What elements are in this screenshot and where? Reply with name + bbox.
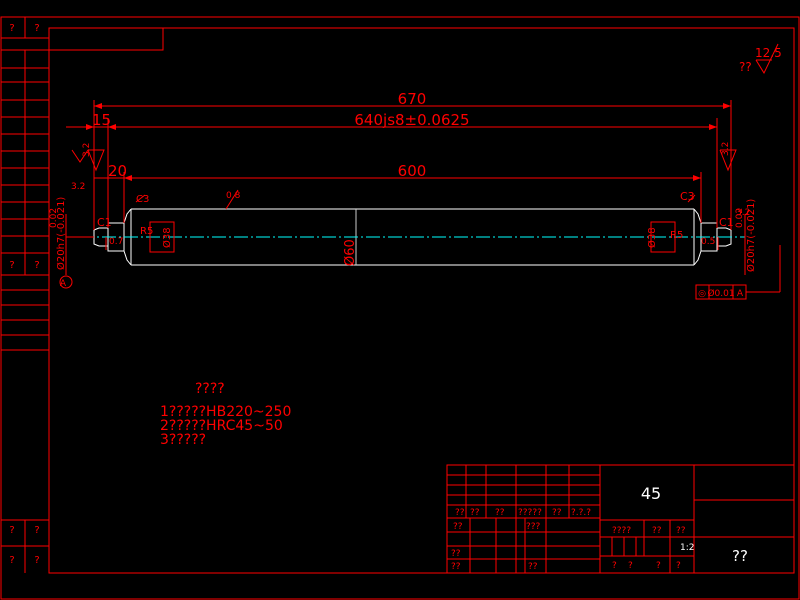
tb-footer-4: ? [676,561,681,571]
left-strip-bottom-box: ? ? ? ? [9,520,40,573]
dim-overall-length: 670 [398,90,427,108]
tb-footer-1: ? [612,561,617,571]
left-strip-top-label-2: ? [34,23,39,34]
notes-line-2: 2?????HRC45~50 [160,418,283,434]
title-block: ?? ?? ?? ????? ?? ?.?.? ?? ??? ?? ?? ?? … [446,464,795,574]
tb-drawing-label-3: ?? [676,526,686,536]
tb-label-5: ?? [552,508,562,518]
dim-left-end: 15 [92,111,111,129]
top-left-label-box: ? ? [1,17,164,51]
notes-line-1: 1?????HB220~250 [160,404,291,420]
left-strip-mid-box: ? ? [9,253,40,275]
datum-label: A [60,279,67,289]
dim-journal-right: Ø20h7(-0.021) [745,199,757,272]
dim-radius-right: R5 [670,230,683,241]
dim-neck-diameter-right: Ø38 [646,227,658,248]
tb-scale: 1:2 [680,543,694,553]
tolerance-symbol: ◎ [698,289,706,299]
tb-label-4: ????? [518,508,542,518]
dim-radius-left: R5 [140,226,153,237]
dim-chamfer-right: C1 [719,216,734,229]
tb-label-1: ?? [455,508,465,518]
tolerance-datum: A [737,289,744,299]
dim-body-length: 600 [398,162,427,180]
left-strip-grid [1,49,49,547]
left-strip-mid-label-2: ? [34,260,39,271]
dimension-lines [59,100,781,300]
sheet-inner-border [48,27,795,574]
tb-part-name: ?? [732,547,748,565]
tb-row4-label-1: ?? [451,562,461,572]
surface-finish-value: 12.5 [755,46,782,60]
dim-chamfer-left: C1 [97,216,112,229]
sheet-outer-border [0,16,800,600]
dim-body-diameter: Ø60 [343,239,358,266]
tb-drawing-label-1: ???? [612,526,631,536]
roughness-right-end: 3.2 [721,142,731,156]
dim-chamfer-body-left: C3 [136,194,149,205]
notes-line-3: 3????? [160,432,206,448]
tb-label-3: ?? [495,508,505,518]
roughness-body: 0.8 [226,191,241,201]
left-strip-top-label-1: ? [9,23,14,34]
dim-runout-left: 0.02 [49,208,59,228]
tb-material: 45 [641,484,661,503]
dim-chamfer-body-right: C3 [680,190,695,203]
left-strip-mid-label-1: ? [9,260,14,271]
shaft-outline [93,208,732,266]
tb-footer-3: ? [656,561,661,571]
left-strip-bottom-label-4: ? [34,555,39,566]
dim-runout-right: 0.02 [735,208,745,228]
surface-finish-prefix: ?? [739,60,752,74]
tb-row4-label-2: ?? [528,562,538,572]
tb-label-2: ?? [470,508,480,518]
surface-finish-symbol: ?? 12.5 [739,43,782,75]
technical-notes: ???? 1?????HB220~250 2?????HRC45~50 3???… [160,381,291,448]
left-strip-bottom-label-1: ? [9,525,14,536]
dim-left-shoulder: 20 [108,162,127,180]
dimension-texts: 670 640js8±0.0625 600 15 20 C1 C1 C3 C3 … [49,90,757,289]
tb-label-6: ?.?.? [571,508,591,518]
tolerance-value: Ø0.01 [707,288,734,299]
tb-drawing-label-2: ?? [652,526,662,536]
roughness-left-end: 3.2 [82,143,92,157]
tb-row2-label-1: ?? [453,522,463,532]
dim-small-left: 0.7 [109,237,123,247]
dimension-arrows [86,103,731,181]
tb-footer-2: ? [628,561,633,571]
tolerance-frame: ◎ Ø0.01 A [698,288,744,299]
tb-row3-label-1: ?? [451,549,461,559]
left-strip-bottom-label-3: ? [9,555,14,566]
left-strip-bottom-label-2: ? [34,525,39,536]
dim-fit-length: 640js8±0.0625 [354,111,469,129]
tb-row2-label-2: ??? [526,522,541,532]
roughness-left: 3.2 [71,182,85,192]
notes-heading: ???? [195,381,225,397]
roughness-right: 3.2 [736,208,750,218]
dim-neck-diameter-left: Ø38 [161,227,173,248]
dim-journal-left: Ø20h7(-0.021) [55,197,67,270]
dim-small-right: 0.5 [701,237,715,247]
